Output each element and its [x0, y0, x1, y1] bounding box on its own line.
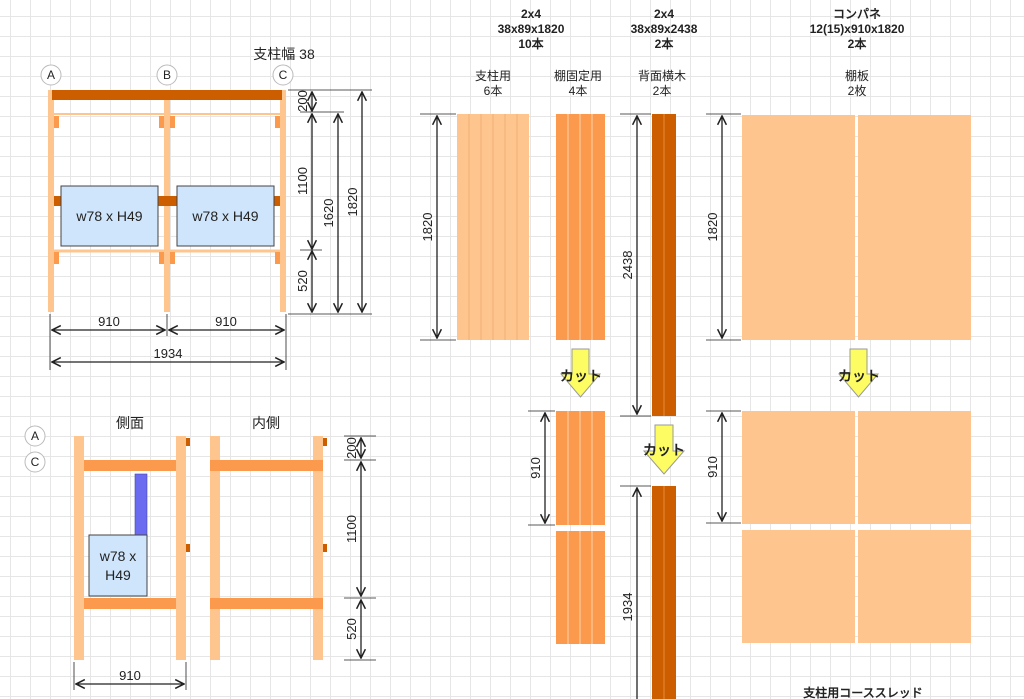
stud-length-label: 1820: [420, 213, 435, 242]
front-dim-bay-right: 910: [215, 314, 237, 329]
cut-label-back-rail: カット: [643, 442, 685, 458]
column-qty-shelf-fix: 4本: [569, 84, 588, 98]
front-vertical-dims: [288, 89, 372, 315]
group-3-qty: 2本: [848, 36, 867, 51]
column-label-shelf-board: 棚板: [845, 68, 869, 83]
panel-full: [742, 115, 971, 340]
tv-stand: [134, 473, 148, 537]
front-dim-total-height: 1820: [345, 188, 360, 217]
post-c: [280, 90, 286, 312]
front-view: 支柱幅 38 A B C: [40, 46, 372, 370]
cut-arrow-back-rail: カット: [642, 424, 686, 475]
side-stub-1: [186, 438, 190, 446]
side-tv-label-line2: H49: [105, 567, 131, 583]
column-qty-posts: 6本: [484, 84, 503, 98]
inner-stub-1: [323, 438, 327, 446]
cut-label-shelf-fix: カット: [560, 368, 602, 384]
side-marker-c: C: [24, 451, 46, 473]
shelf-fix-cut-bottom: [556, 531, 605, 644]
front-dim-overall-width: 1934: [154, 346, 183, 361]
panel-cut: [742, 411, 971, 643]
footer-note: 支柱用コーススレッド: [802, 685, 922, 699]
inner-stub-2: [323, 544, 327, 552]
group-1-size: 38x89x1820: [498, 22, 565, 36]
side-horizontal-dim: [73, 662, 187, 690]
column-marker-a: A: [40, 64, 62, 86]
shelf-fix-cut-top: [556, 411, 605, 525]
front-dim-top: 200: [295, 90, 310, 112]
side-vertical-dims: [344, 435, 376, 661]
side-post-back: [176, 436, 186, 660]
column-label-back-rail: 背面横木: [638, 69, 686, 83]
material-group-headers: 2x4 38x89x1820 10本 2x4 38x89x2438 2本 コンパ…: [498, 7, 905, 51]
inner-post-right: [313, 436, 323, 660]
group-2-title: 2x4: [654, 7, 674, 21]
post-width-label: 支柱幅 38: [253, 46, 315, 62]
side-marker-label-c: C: [31, 455, 40, 469]
panel-length-label: 1820: [705, 213, 720, 242]
back-rail-boards: [652, 114, 676, 416]
column-label-posts: 支柱用: [475, 68, 511, 83]
side-dim-top: 200: [344, 437, 359, 459]
column-qty-back-rail: 2本: [653, 84, 672, 98]
cut-label-panel: カット: [838, 368, 880, 384]
top-beam: [52, 90, 282, 100]
side-marker-label-a: A: [31, 429, 39, 443]
side-post-front: [74, 436, 84, 660]
tv-label-right: w78 x H49: [191, 208, 258, 224]
column-label-b: B: [163, 68, 171, 82]
beam-length-label: 2438: [620, 251, 635, 280]
column-marker-b: B: [156, 64, 178, 86]
side-tv-label-line1: w78 x: [99, 548, 137, 564]
materials: 2x4 38x89x1820 10本 2x4 38x89x2438 2本 コンパ…: [420, 7, 971, 699]
side-tv-box: w78 x H49: [88, 534, 148, 597]
side-dim-middle: 1100: [344, 515, 359, 543]
side-dim-bottom: 520: [344, 618, 359, 640]
side-view: A C 側面 内側 w78 x H49: [24, 415, 376, 690]
column-label-c: C: [279, 68, 288, 82]
tv-box-right: w78 x H49: [176, 185, 275, 247]
group-1-qty: 10本: [518, 36, 543, 51]
side-stub-2: [186, 544, 190, 552]
post-a: [48, 90, 54, 312]
side-upper-shelf: [84, 460, 176, 471]
group-3-size: 12(15)x910x1820: [810, 22, 905, 36]
inner-post-left: [210, 436, 220, 660]
side-dim-width: 910: [119, 668, 141, 683]
group-2-size: 38x89x2438: [631, 22, 698, 36]
panel-cut-label: 910: [705, 456, 720, 478]
front-dim-middle: 1100: [295, 167, 310, 195]
front-dim-bay-left: 910: [98, 314, 120, 329]
shelf-cleats: [54, 116, 280, 264]
back-rail-remainder: [652, 486, 676, 699]
front-dim-inner-total: 1620: [321, 199, 336, 228]
front-horizontal-dims: [49, 314, 287, 370]
group-3-title: コンパネ: [833, 7, 881, 21]
cut-arrow-shelf-fix: カット: [559, 348, 602, 398]
side-marker-a: A: [24, 425, 46, 447]
group-1-title: 2x4: [521, 7, 541, 21]
side-title: 側面: [116, 415, 144, 431]
front-dim-bottom: 520: [295, 270, 310, 292]
tv-label-left: w78 x H49: [75, 208, 142, 224]
column-qty-shelf-board: 2枚: [848, 83, 867, 98]
remainder-label: 1934: [620, 593, 635, 622]
inner-title: 内側: [252, 415, 280, 431]
column-label-a: A: [47, 68, 55, 82]
inner-lower-shelf: [210, 598, 323, 609]
side-lower-shelf: [84, 598, 176, 609]
shelf-fix-cut-label: 910: [528, 457, 543, 479]
inner-upper-shelf: [210, 460, 323, 471]
column-label-shelf-fix: 棚固定用: [554, 68, 602, 83]
column-marker-c: C: [272, 64, 294, 86]
group-2-qty: 2本: [655, 36, 674, 51]
cut-arrow-panel: カット: [837, 348, 880, 398]
tv-box-left: w78 x H49: [60, 185, 159, 247]
stud-boards: [457, 114, 529, 340]
back-rail-stubs: [54, 196, 280, 206]
shelf-fix-boards: [556, 114, 605, 340]
